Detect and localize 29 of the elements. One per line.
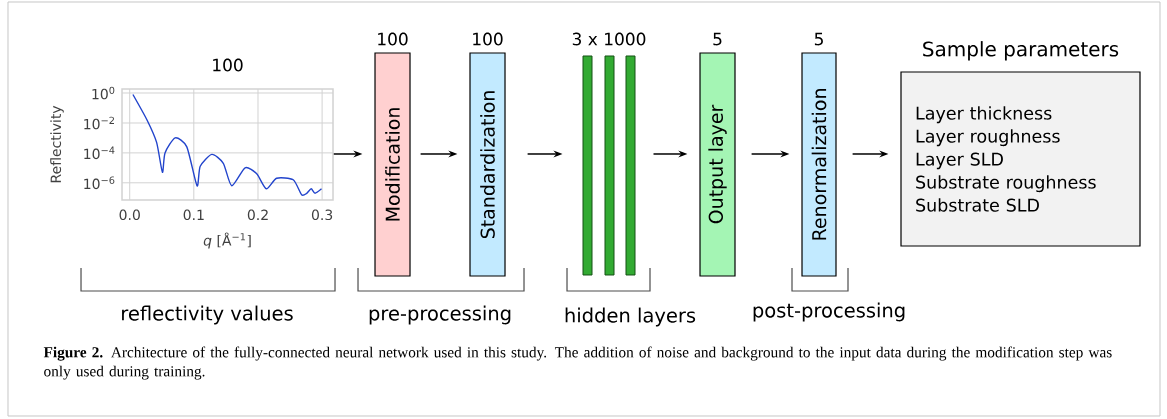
- size-label: 100: [213, 58, 243, 72]
- size-label: 100: [473, 32, 503, 46]
- node-label: Substrate SLD: [916, 198, 1039, 212]
- layer-box: Output layer: [699, 52, 736, 277]
- axis-title: q [Å$^{−1}$]: [203, 232, 251, 249]
- box-heading: Sample parameters: [923, 41, 1119, 61]
- layer-box: Renormalization: [801, 52, 837, 277]
- size-label: 100: [378, 32, 408, 46]
- node-label: Layer thickness: [916, 106, 1052, 124]
- node-label: Layer SLD: [916, 152, 1003, 170]
- bracket-label: pre-processing: [369, 305, 511, 325]
- parameter-box: Layer thickness Layer roughness Layer SLD Substrate roughness Substrate SLD: [900, 71, 1141, 247]
- hidden-layer-bar: [604, 55, 615, 276]
- size-label: 5: [713, 32, 722, 46]
- plot-frame: [121, 88, 334, 201]
- axis-title: Reflectivity: [50, 105, 64, 183]
- bracket-label: reflectivity values: [122, 305, 293, 325]
- hidden-layer-bar: [625, 55, 636, 276]
- figure-caption: Figure 2. Architecture of the fully-connected neural network used in this study. The addition of noise and background to the input data during the modification step was only used during training.: [43, 346, 1112, 380]
- node-label: Substrate roughness: [916, 175, 1096, 193]
- tick-label: 10$^{0}$: [92, 86, 115, 100]
- bracket-label: post-processing: [753, 302, 905, 322]
- size-label: 3 x 1000: [572, 32, 646, 46]
- size-label: 5: [814, 32, 823, 46]
- node-label: Layer roughness: [916, 129, 1060, 147]
- layer-box: Standardization: [469, 52, 506, 277]
- hidden-layer-bar: [582, 55, 593, 276]
- layer-box: Modification: [374, 52, 411, 277]
- bracket-label: hidden layers: [565, 307, 696, 327]
